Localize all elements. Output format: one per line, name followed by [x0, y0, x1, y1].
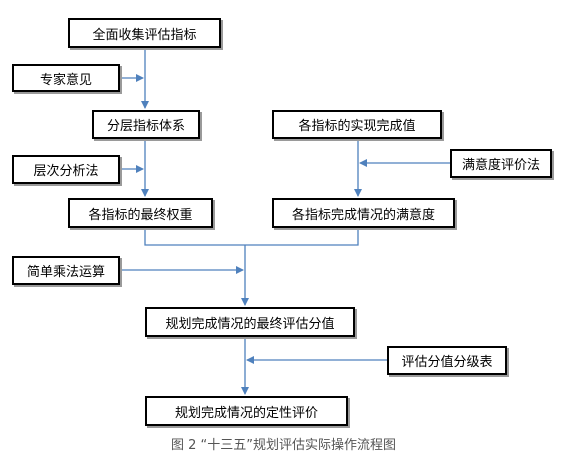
node-layered-system: 分层指标体系	[92, 110, 200, 139]
figure-caption: 图 2 “十三五”规划评估实际操作流程图	[170, 438, 396, 453]
node-achievement-values: 各指标的实现完成值	[272, 110, 442, 139]
node-satisfaction: 各指标完成情况的满意度	[272, 198, 455, 228]
node-satisfaction-method: 满意度评价法	[450, 149, 552, 178]
node-expert-opinion: 专家意见	[12, 64, 120, 92]
node-simple-multiplication: 简单乘法运算	[12, 256, 120, 285]
node-final-score: 规划完成情况的最终评估分值	[145, 307, 355, 337]
node-collect-indicators: 全面收集评估指标	[68, 18, 221, 48]
node-qualitative-evaluation: 规划完成情况的定性评价	[145, 396, 348, 426]
node-ahp: 层次分析法	[12, 155, 120, 184]
node-final-weight: 各指标的最终权重	[68, 198, 213, 228]
merge-bracket	[144, 228, 359, 246]
node-grading-table: 评估分值分级表	[387, 346, 507, 375]
